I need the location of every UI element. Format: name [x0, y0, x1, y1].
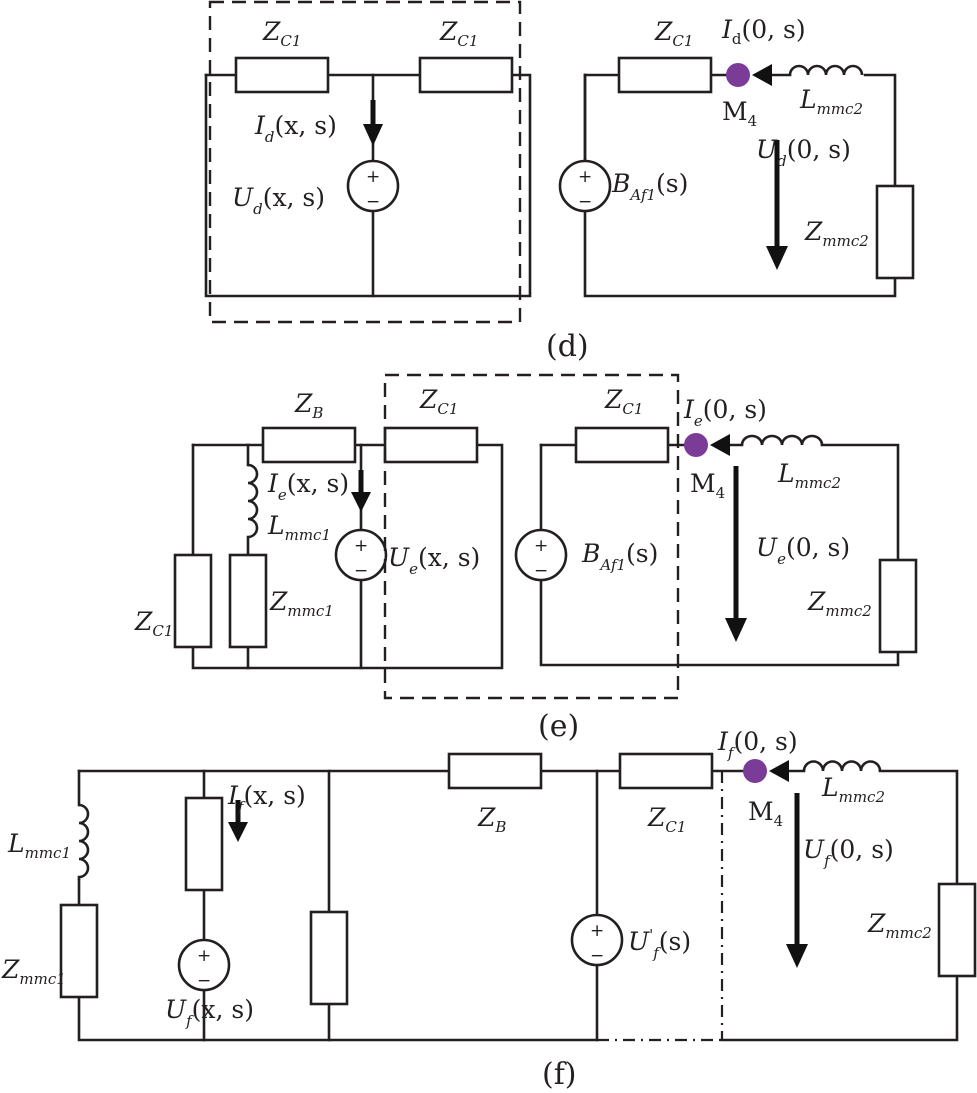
plus-sign: +: [578, 167, 592, 187]
label-lmmc1-f: Lmmc1: [7, 829, 71, 862]
label-zc1-e1: ZC1: [419, 385, 458, 418]
label-zb-e: ZB: [294, 389, 323, 422]
inductor-lmmc2-f: [802, 760, 882, 772]
minus-sign: −: [354, 561, 368, 581]
label-zmmc2-e: Zmmc2: [807, 587, 872, 620]
impedance-zc1-f: [618, 752, 714, 790]
label-ue-0s: Ue(0, s): [756, 533, 850, 568]
label-if-xs: If(x, s): [227, 781, 306, 816]
label-m4-e: M4: [690, 469, 725, 502]
impedance-zmmc1-e: [228, 553, 268, 649]
minus-sign: −: [590, 946, 604, 966]
plus-sign: +: [197, 946, 211, 966]
node-m4-e: [684, 433, 708, 457]
label-lmmc1-e: Lmmc1: [267, 511, 331, 544]
label-ud-xs: Ud(x, s): [232, 183, 325, 218]
label-id-0s: Id(0, s): [721, 15, 806, 48]
voltage-source-uf-prime: + −: [570, 913, 624, 967]
label-id-xs: Id(x, s): [254, 111, 337, 146]
impedance-zc1-e: [383, 426, 479, 464]
label-zc1-e2: ZC1: [604, 385, 643, 418]
minus-sign: −: [197, 971, 211, 991]
voltage-source-ue: + −: [334, 528, 388, 582]
plus-sign: +: [590, 921, 604, 941]
current-arrowhead-d: [752, 64, 772, 86]
label-zc1-f: ZC1: [647, 803, 686, 836]
current-arrowhead-f: [769, 760, 789, 782]
impedance-zc1-right: [418, 56, 514, 94]
caption-d: (d): [546, 329, 589, 364]
label-uf-0s: Uf(0, s): [803, 835, 894, 870]
caption-f: (f): [542, 1057, 577, 1092]
node-m4-d: [726, 63, 750, 87]
label-zc1-d3: ZC1: [654, 17, 693, 50]
impedance-mid-f: [309, 910, 349, 1006]
node-m4-f: [743, 759, 767, 783]
inductor-lmmc1-f: [77, 803, 90, 880]
impedance-zmmc1-f: [59, 903, 99, 999]
inductor-lmmc2-d: [788, 64, 864, 76]
label-m4-d: M4: [722, 97, 757, 130]
impedance-zb-e: [261, 426, 357, 464]
impedance-zmmc2-f: [937, 882, 977, 978]
plus-sign: +: [366, 167, 380, 187]
label-ue-xs: Ue(x, s): [388, 543, 480, 578]
label-baf1-d: BAf1(s): [611, 169, 688, 204]
minus-sign: −: [534, 561, 548, 581]
impedance-zc1-left: [234, 56, 330, 94]
label-ie-xs: Ie(x, s): [267, 469, 349, 504]
minus-sign: −: [578, 192, 592, 212]
impedance-zc1-d-right: [617, 56, 713, 94]
label-lmmc2-d: Lmmc2: [799, 85, 863, 118]
panel-e: + − + − ZB ZC1 ZC1 Ie(0, s) M4 Lmmc2 Ie(…: [134, 373, 918, 744]
label-if-0s: If(0, s): [717, 727, 798, 762]
label-uf-prime: U'f(s): [628, 926, 691, 962]
inductor-lmmc2-e: [740, 434, 824, 446]
label-zmmc1-e: Zmmc1: [269, 587, 334, 620]
label-ie-0s: Ie(0, s): [683, 395, 767, 430]
impedance-zc1-e-vert: [173, 553, 213, 649]
dashed-boundary-d: [208, 0, 522, 324]
voltage-source-uf: + −: [177, 938, 231, 992]
panel-d: + − ZC1 ZC1 Id(x, s) Ud(x, s) + − ZC1: [204, 0, 915, 364]
label-zb-f: ZB: [477, 803, 506, 836]
plus-sign: +: [534, 536, 548, 556]
impedance-zb-f: [447, 752, 543, 790]
label-zmmc2-d: Zmmc2: [804, 217, 869, 250]
label-zmmc1-f: Zmmc1: [1, 955, 66, 988]
inductor-lmmc1-e: [246, 463, 259, 555]
panel-f: + − + − If(0, s) If(x, s) Lmmc2 M4 ZB ZC…: [1, 727, 977, 1092]
impedance-zc1-e-right: [574, 426, 670, 464]
impedance-zmmc2-d: [875, 184, 915, 280]
plus-sign: +: [354, 536, 368, 556]
label-zc1-b: ZC1: [439, 17, 478, 50]
current-arrowhead-e: [710, 434, 730, 456]
voltage-source-baf1-d: + −: [558, 159, 612, 213]
label-ud-0s: Ud(0, s): [756, 135, 851, 170]
label-lmmc2-e: Lmmc2: [777, 459, 841, 492]
label-uf-xs: Uf(x, s): [165, 995, 254, 1030]
label-zc1-a: ZC1: [262, 17, 301, 50]
voltage-source-ud: + −: [346, 159, 400, 213]
caption-e: (e): [538, 709, 579, 744]
label-baf1-e: BAf1(s): [581, 539, 658, 574]
minus-sign: −: [366, 192, 380, 212]
label-zc1-e-left: ZC1: [134, 607, 173, 640]
label-lmmc2-f: Lmmc2: [821, 773, 885, 806]
impedance-if-branch: [184, 796, 224, 892]
impedance-zmmc2-e: [878, 558, 918, 654]
label-m4-f: M4: [748, 797, 783, 830]
label-zmmc2-f: Zmmc2: [867, 909, 932, 942]
voltage-source-baf1-e: + −: [514, 528, 568, 582]
